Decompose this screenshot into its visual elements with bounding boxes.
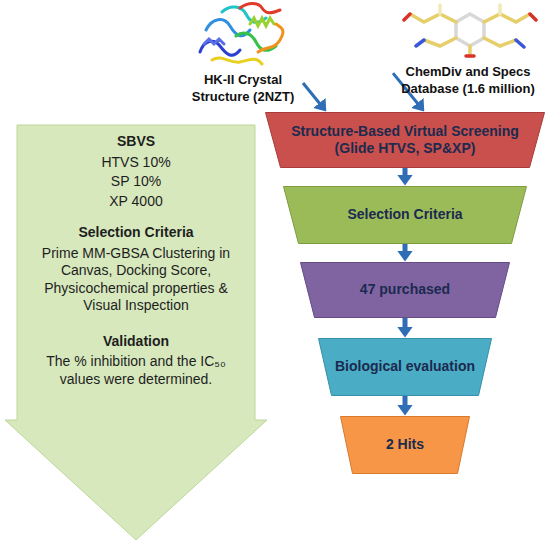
- molecule-atoms: [416, 40, 524, 47]
- summary-arrow: SBVS HTVS 10%SP 10% XP 4000Selection Crite…: [5, 125, 267, 540]
- summary-text: HTVS 10%: [101, 154, 170, 172]
- summary-text: Validation: [103, 333, 169, 351]
- summary-text: SP 10%: [111, 173, 161, 191]
- funnel-shape: [341, 417, 470, 474]
- molecule-bonds: [484, 14, 530, 22]
- flow-arrow: [403, 396, 408, 405]
- node-label: HK-II Crystal Structure (2NZT): [187, 72, 299, 105]
- funnel-stage: 47 purchased: [300, 262, 510, 318]
- protein-ribbon: [258, 24, 283, 52]
- node-label: ChemDiv and Specs Database (1.6 million): [397, 64, 539, 97]
- funnel-shape: [319, 339, 492, 396]
- flow-arrow: [403, 168, 408, 175]
- structure-label: HK-II Crystal Structure (2NZT): [183, 70, 303, 107]
- node-label: Biological evaluation: [335, 358, 475, 376]
- flow-arrow: [403, 318, 408, 327]
- node-label: Structure-Based Virtual Screening (Glide…: [289, 123, 521, 158]
- summary-text: The % inhibition and the IC₅₀ values wer…: [29, 353, 243, 388]
- molecule-bonds: [424, 38, 516, 56]
- funnel-shape: [301, 263, 510, 318]
- funnel-shape: [284, 187, 527, 244]
- protein-ribbon: [250, 18, 274, 26]
- protein-ribbon: [212, 58, 262, 64]
- protein-ribbon: [240, 4, 280, 13]
- summary-text: Selection Criteria: [78, 224, 193, 242]
- node-label: Selection Criteria: [347, 206, 462, 224]
- funnel-shape: [266, 113, 545, 168]
- summary-text: Prime MM-GBSA Clustering in Canvas, Dock…: [29, 245, 243, 315]
- arrow-shape: [5, 125, 267, 540]
- funnel-stage: 2 Hits: [340, 416, 470, 474]
- funnel-stage: Structure-Based Virtual Screening (Glide…: [265, 112, 545, 168]
- funnel-stage: Biological evaluation: [318, 338, 492, 396]
- node-label: 2 Hits: [386, 436, 424, 454]
- node-label: 47 purchased: [360, 281, 450, 299]
- molecule-structure: [404, 5, 536, 56]
- protein-structure: [200, 4, 283, 65]
- molecule-bonds: [456, 14, 484, 46]
- summary-text: SBVS: [117, 133, 155, 151]
- funnel-stage: Selection Criteria: [283, 186, 527, 244]
- molecule-atoms: [466, 54, 474, 58]
- flow-arrow: [303, 83, 320, 104]
- summary-text: XP 4000: [109, 193, 162, 211]
- molecule-bonds: [440, 5, 500, 14]
- flow-arrow: [403, 244, 408, 251]
- database-label: ChemDiv and Specs Database (1.6 million): [393, 62, 543, 99]
- protein-ribbon: [204, 39, 224, 44]
- molecule-bonds: [410, 14, 456, 22]
- molecule-atoms: [404, 14, 536, 20]
